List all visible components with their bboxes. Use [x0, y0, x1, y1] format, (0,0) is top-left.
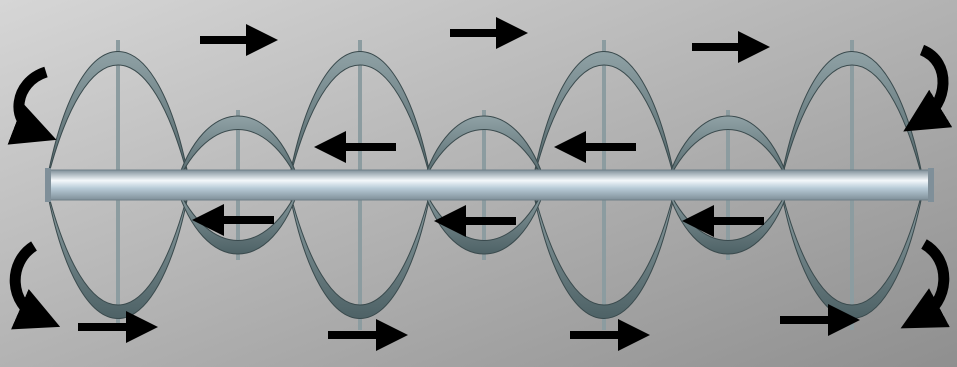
shaft-end-right: [928, 168, 934, 202]
shaft: [45, 168, 934, 202]
shaft-body: [48, 170, 933, 200]
shaft-end-left: [45, 168, 51, 202]
